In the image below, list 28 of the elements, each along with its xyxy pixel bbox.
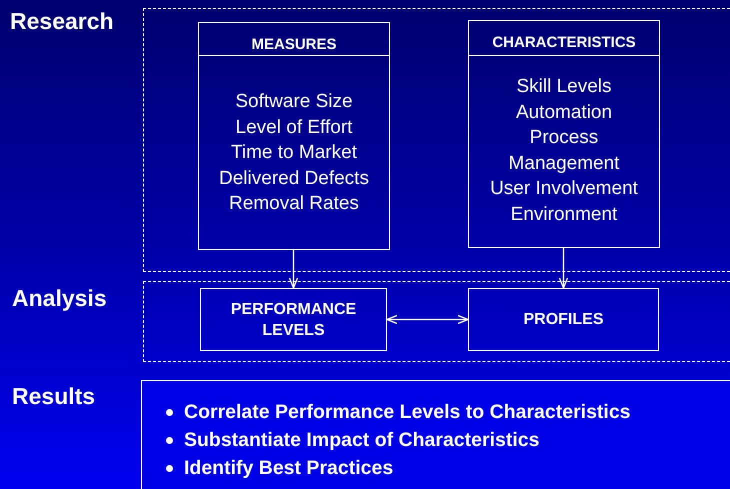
list-item: Environment [510,202,618,227]
section-heading: Results [12,383,96,410]
list-item: Skill Levels [516,75,612,99]
list-box [468,20,660,248]
list-item: Level of Effort [236,116,352,140]
list-item: User Involvement [490,177,638,202]
section-heading: Research [10,8,114,35]
list-item: Management [508,152,620,176]
box-label: PROFILES [523,310,604,330]
box-header: MEASURES [199,23,389,56]
bullet-item: Correlate Performance Levels to Characteristics [184,400,631,425]
list-box [198,22,390,250]
list-item: Automation [516,100,612,125]
box-label: PERFORMANCE LEVELS [230,300,358,340]
process-box [468,288,659,351]
arrow [558,248,568,289]
arrow [386,314,469,324]
list-item: Software Size [235,90,353,114]
arrow [288,250,298,289]
bullet-item: Identify Best Practices [184,456,394,481]
section-heading: Analysis [12,285,107,312]
list-item: Removal Rates [229,192,359,216]
list-item: Delivered Defects [219,166,369,191]
list-item: Time to Market [230,141,357,166]
list-item: Process [530,126,598,150]
box-header: CHARACTERISTICS [469,21,659,56]
process-box [200,288,387,351]
bullet-item: Substantiate Impact of Characteristics [184,428,540,453]
